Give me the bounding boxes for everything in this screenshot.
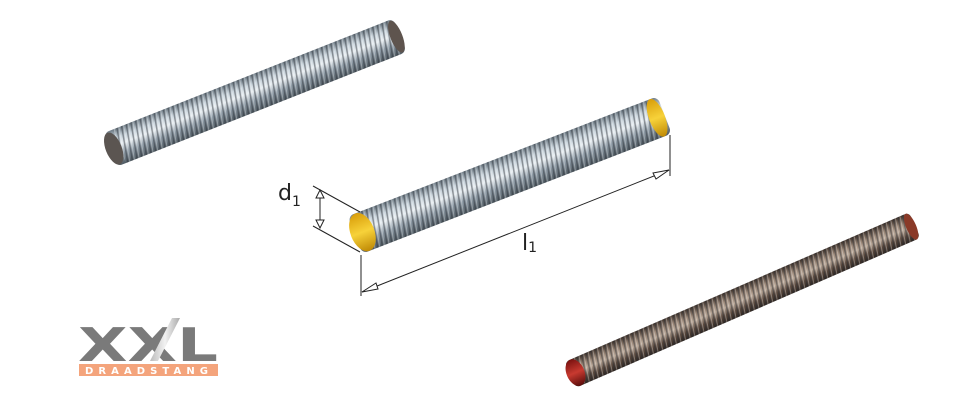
red-cap	[565, 359, 586, 386]
rod-zinc-plain	[103, 20, 405, 165]
xxl-draadstang-logo: XXL DRAADSTANG	[78, 318, 218, 377]
rod-brown-red-cap	[565, 213, 919, 387]
yellow-cap-front	[349, 212, 376, 252]
diameter-label: d1	[278, 181, 301, 210]
dimension-lines	[312, 135, 671, 296]
yellow-cap-back	[646, 98, 668, 137]
svg-text:DRAADSTANG: DRAADSTANG	[85, 366, 213, 377]
rod-zinc-capped	[349, 98, 671, 252]
svg-text:XXL: XXL	[78, 318, 218, 372]
length-label: l1	[522, 231, 537, 256]
